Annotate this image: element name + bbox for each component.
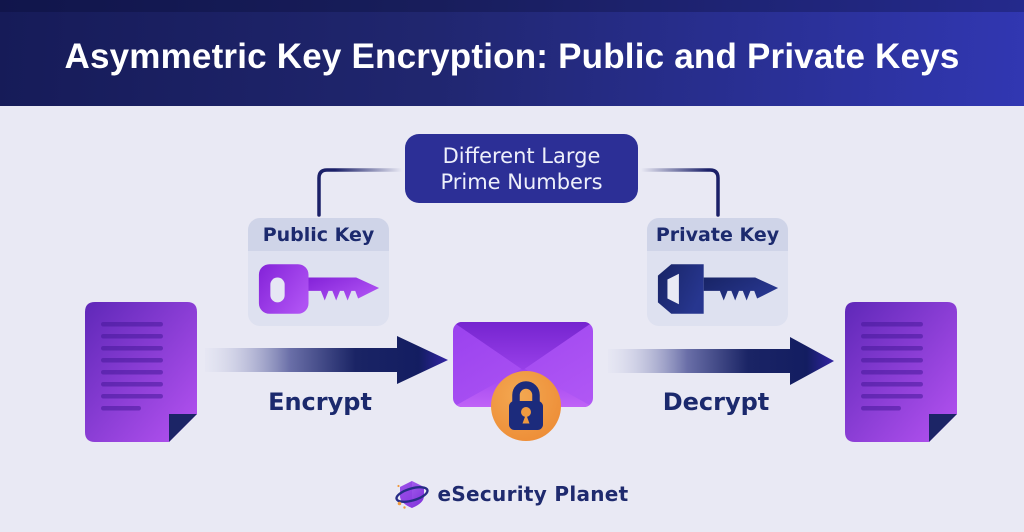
prime-numbers-box: Different Large Prime Numbers <box>405 134 638 203</box>
decrypt-arrow-icon <box>608 337 834 385</box>
document-icon <box>845 302 957 442</box>
header-top-stripe <box>0 0 1024 12</box>
connector-left-line <box>317 168 404 217</box>
page-title: Asymmetric Key Encryption: Public and Pr… <box>64 37 960 76</box>
public-key-card: Public Key <box>248 218 389 326</box>
encrypt-label: Encrypt <box>268 388 372 416</box>
prime-numbers-line2: Prime Numbers <box>440 169 603 194</box>
padlock-icon <box>491 371 561 441</box>
key-icon <box>258 264 379 314</box>
document-icon <box>85 302 197 442</box>
decrypt-label: Decrypt <box>662 388 770 416</box>
public-key-label: Public Key <box>248 218 389 251</box>
encrypt-arrow-icon <box>205 336 448 384</box>
brand-name: eSecurity Planet <box>437 482 629 506</box>
brand-lockup: eSecurity Planet <box>0 474 1024 514</box>
envelope-icon <box>453 322 593 441</box>
public-key-icon <box>248 261 389 317</box>
shield-orbit-icon <box>395 481 430 509</box>
prime-numbers-line1: Different Large <box>442 143 601 168</box>
private-key-icon <box>647 261 788 317</box>
connector-right-line <box>639 168 720 217</box>
key-icon <box>657 264 778 314</box>
private-key-label: Private Key <box>647 218 788 251</box>
header-banner: Asymmetric Key Encryption: Public and Pr… <box>0 0 1024 106</box>
private-key-card: Private Key <box>647 218 788 326</box>
